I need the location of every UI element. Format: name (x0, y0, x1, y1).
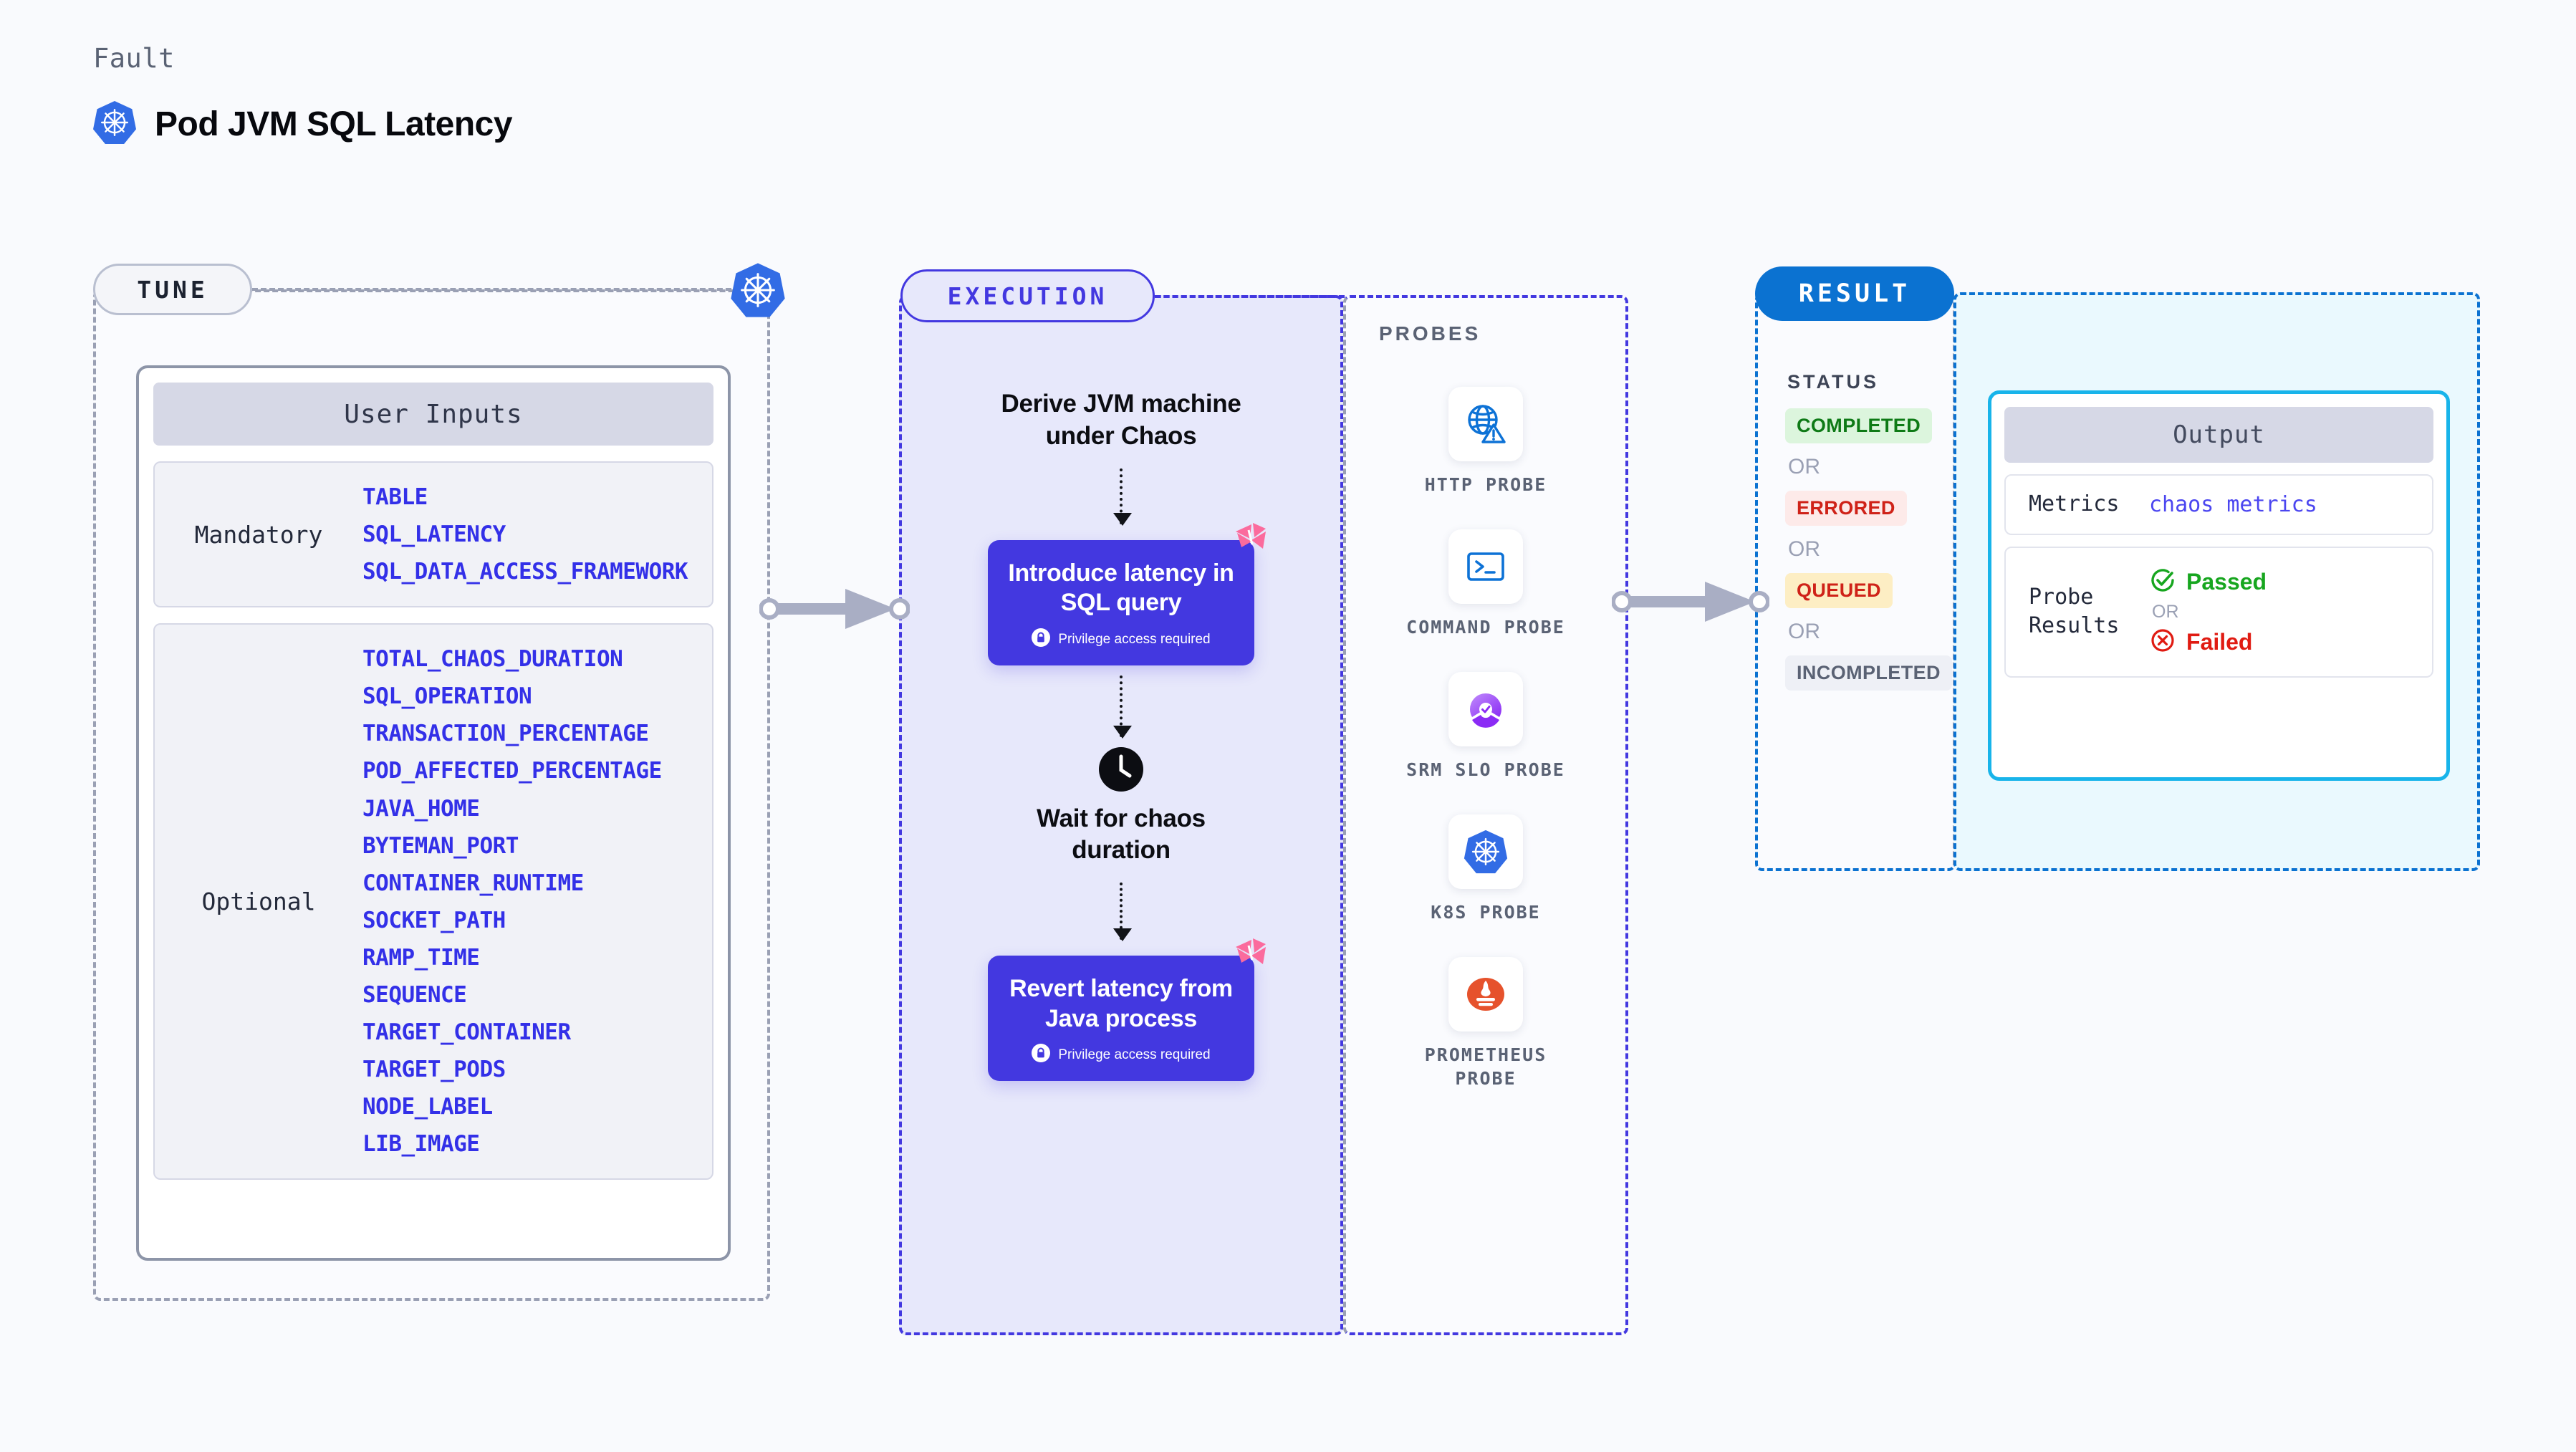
param-item[interactable]: SQL_LATENCY (362, 521, 506, 548)
probe-label: COMMAND PROBE (1406, 617, 1565, 638)
param-item[interactable]: NODE_LABEL (362, 1094, 493, 1120)
status-badge: COMPLETED (1785, 408, 1933, 443)
param-item[interactable]: SEQUENCE (362, 981, 467, 1008)
probes-list: HTTP PROBE COMMAND PROBE (1343, 387, 1628, 1090)
result-section-tag[interactable]: RESULT (1755, 266, 1954, 321)
mandatory-label: Mandatory (194, 520, 323, 549)
probe-label: K8S PROBE (1431, 902, 1541, 923)
output-row-metrics: Metrics chaos metrics (2004, 474, 2433, 535)
param-item[interactable]: POD_AFFECTED_PERCENTAGE (362, 758, 662, 784)
title-row: Pod JVM SQL Latency (93, 100, 513, 149)
param-item[interactable]: TABLE (362, 484, 428, 510)
output-card: Output Metrics chaos metrics Probe Resul… (1988, 390, 2450, 781)
param-item[interactable]: CONTAINER_RUNTIME (362, 870, 584, 896)
output-key: Probe Results (2029, 584, 2120, 639)
mandatory-param-list: TABLE SQL_LATENCY SQL_DATA_ACCESS_FRAMEW… (362, 479, 688, 590)
param-item[interactable]: SQL_OPERATION (362, 683, 532, 710)
probe-label: SRM SLO PROBE (1406, 759, 1565, 780)
user-inputs-header: User Inputs (153, 383, 713, 446)
or-separator: OR (2152, 601, 2179, 622)
probe-result-passed: Passed (2149, 567, 2267, 597)
kubernetes-icon (93, 100, 136, 149)
probe-item-srm-slo[interactable]: SRM SLO PROBE (1406, 672, 1565, 782)
probe-item-http[interactable]: HTTP PROBE (1425, 387, 1547, 496)
probe-item-prometheus[interactable]: PROMETHEUS PROBE (1403, 957, 1568, 1090)
execution-to-result-arrow (1611, 566, 1770, 641)
optional-label: Optional (201, 888, 316, 916)
user-inputs-title: User Inputs (344, 399, 523, 429)
tune-connector-line (252, 288, 757, 291)
param-item[interactable]: BYTEMAN_PORT (362, 832, 519, 859)
or-separator: OR (1788, 620, 1820, 643)
page-header: Fault Pod JVM SQL Latency (93, 43, 513, 149)
probe-result-values: Passed OR Failed (2149, 567, 2267, 658)
output-header: Output (2004, 407, 2433, 463)
param-item[interactable]: TARGET_CONTAINER (362, 1019, 571, 1046)
execution-connector-line (1155, 295, 1345, 298)
probes-title: PROBES (1379, 322, 1481, 345)
param-item[interactable]: LIB_IMAGE (362, 1131, 480, 1158)
mandatory-params-block: Mandatory TABLE SQL_LATENCY SQL_DATA_ACC… (153, 461, 713, 608)
execution-section-label: EXECUTION (947, 282, 1108, 310)
param-item[interactable]: SQL_DATA_ACCESS_FRAMEWORK (362, 559, 688, 585)
x-circle-icon (2149, 627, 2176, 658)
kubernetes-icon (731, 261, 785, 317)
status-badge: QUEUED (1785, 573, 1893, 608)
prometheus-icon (1448, 957, 1523, 1032)
optional-param-list: TOTAL_CHAOS_DURATION SQL_OPERATION TRANS… (362, 640, 662, 1163)
output-row-probe-results: Probe Results Passed OR (2004, 546, 2433, 678)
check-circle-icon (2149, 567, 2176, 597)
optional-params-block: Optional TOTAL_CHAOS_DURATION SQL_OPERAT… (153, 623, 713, 1181)
execution-section-tag[interactable]: EXECUTION (900, 269, 1155, 322)
tune-to-execution-arrow (759, 573, 910, 648)
terminal-icon (1448, 529, 1523, 604)
or-separator: OR (1788, 537, 1820, 561)
probe-label: PROMETHEUS PROBE (1424, 1044, 1547, 1089)
status-title: STATUS (1787, 371, 1879, 393)
status-badge: INCOMPLETED (1785, 655, 1952, 691)
output-title: Output (2173, 420, 2265, 449)
probe-result-failed: Failed (2149, 627, 2267, 658)
user-inputs-card: User Inputs Mandatory TABLE SQL_LATENCY … (136, 365, 731, 1261)
param-item[interactable]: SOCKET_PATH (362, 907, 506, 933)
tune-section-label: TUNE (137, 275, 208, 304)
passed-label: Passed (2186, 568, 2267, 595)
metrics-link[interactable]: chaos metrics (2149, 491, 2317, 517)
failed-label: Failed (2186, 628, 2253, 655)
execution-section-frame (899, 295, 1343, 1335)
param-item[interactable]: RAMP_TIME (362, 944, 480, 971)
srm-slo-icon (1448, 672, 1523, 746)
probe-item-k8s[interactable]: K8S PROBE (1431, 814, 1540, 924)
param-item[interactable]: TRANSACTION_PERCENTAGE (362, 721, 649, 747)
kubernetes-icon (1448, 814, 1523, 889)
fault-kicker: Fault (93, 43, 175, 74)
status-list: COMPLETED OR ERRORED OR QUEUED OR INCOMP… (1785, 408, 1957, 691)
page-title: Pod JVM SQL Latency (155, 105, 513, 143)
probe-item-command[interactable]: COMMAND PROBE (1406, 529, 1565, 639)
param-item[interactable]: TOTAL_CHAOS_DURATION (362, 646, 623, 673)
param-item[interactable]: TARGET_PODS (362, 1057, 506, 1083)
result-section-label: RESULT (1798, 279, 1911, 308)
status-badge: ERRORED (1785, 491, 1907, 526)
tune-section-tag[interactable]: TUNE (93, 264, 252, 315)
param-item[interactable]: JAVA_HOME (362, 795, 480, 822)
probe-label: HTTP PROBE (1424, 474, 1547, 495)
globe-warning-icon (1448, 387, 1523, 461)
output-key: Metrics (2029, 491, 2120, 516)
or-separator: OR (1788, 455, 1820, 479)
